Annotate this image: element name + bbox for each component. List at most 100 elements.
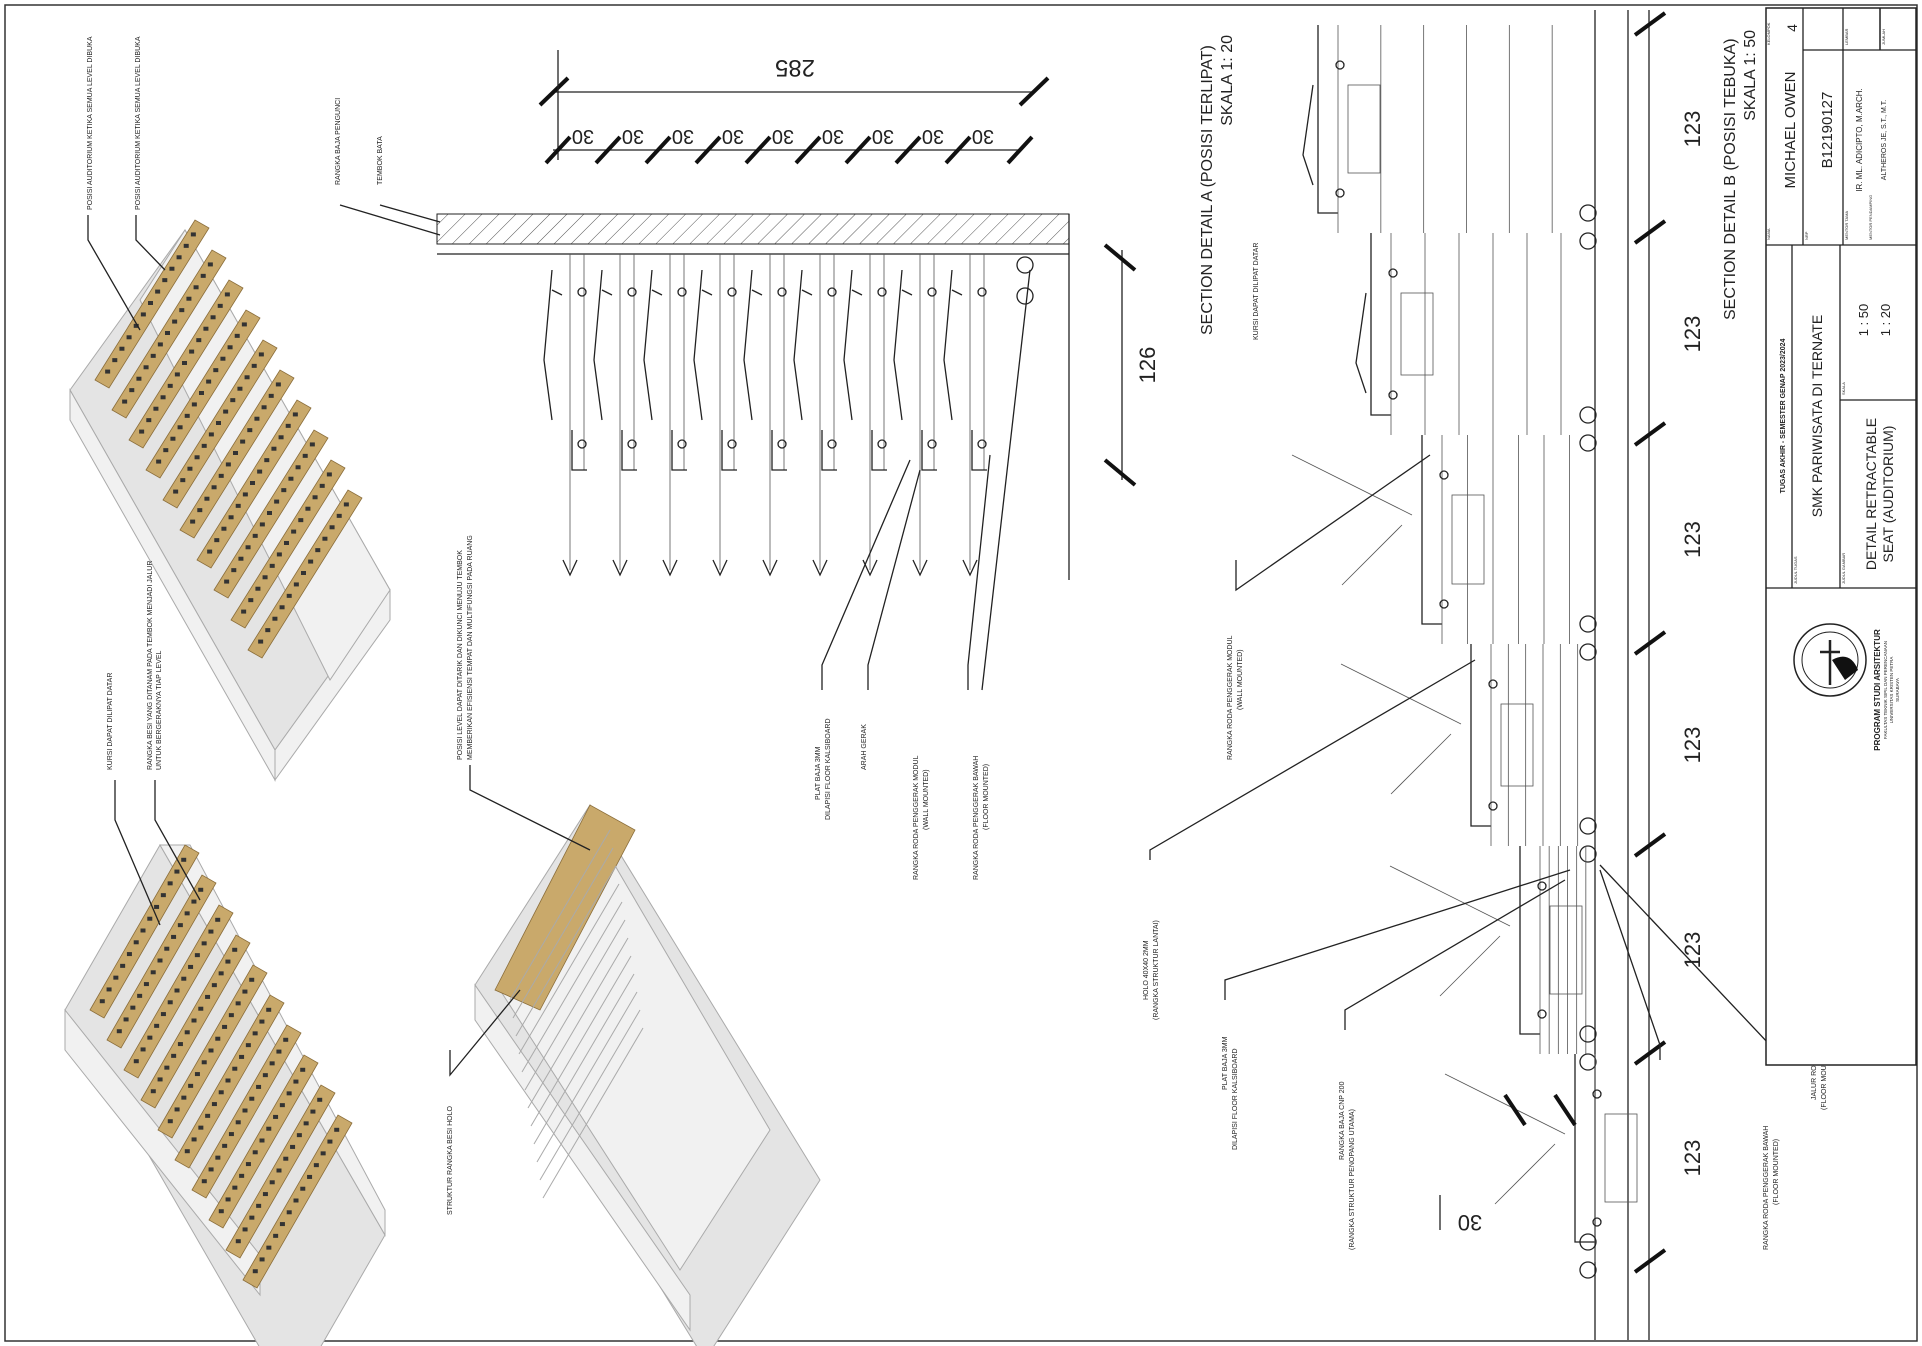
seat-icon (183, 243, 189, 248)
seat-icon (300, 1067, 306, 1072)
seat-icon (150, 1089, 156, 1094)
seat-icon (244, 375, 250, 380)
leader-line (87, 215, 166, 331)
roller-icon (827, 439, 837, 449)
seat-icon (198, 1006, 204, 1011)
label-arah-gerak: ARAH GERAK (861, 724, 868, 770)
seat-icon (191, 899, 197, 904)
folded-chair (593, 269, 613, 421)
seat-icon (279, 1222, 285, 1227)
seat-icon (237, 386, 243, 391)
seat-icon (126, 335, 132, 340)
dim-module-30: 30 (822, 125, 844, 147)
arrow-down-icon (612, 559, 628, 577)
iso-view-open: POSISI AUDITORIUM KETIKA SEMUA LEVEL DIB… (69, 36, 391, 782)
dim-30-b: 30 (1458, 1210, 1482, 1235)
seat-icon (162, 278, 168, 283)
seat-icon (208, 929, 214, 934)
dim-tier-123: 123 (1680, 316, 1705, 353)
roller-icon (1579, 1025, 1597, 1043)
kelompok-value: 4 (1784, 24, 1800, 32)
label-plat-baja-a: PLAT BAJA 3MM (815, 746, 822, 800)
roller-icon (1579, 204, 1597, 222)
seat-icon (167, 1119, 173, 1124)
seat-icon (308, 559, 314, 564)
arrow-down-icon (762, 559, 778, 577)
tier-edge (512, 847, 614, 1019)
seat-icon (188, 1083, 194, 1088)
seat-icon (122, 399, 128, 404)
folded-chair (643, 269, 663, 421)
seat-icon (240, 439, 246, 444)
seat-icon (266, 1126, 272, 1131)
dim-tick (1006, 135, 1034, 165)
seat-icon (147, 1035, 153, 1040)
dim-module-30: 30 (572, 125, 594, 147)
seat-icon (106, 987, 112, 992)
dim-tick (1633, 630, 1667, 656)
folded-chair (793, 269, 813, 421)
seat-icon (199, 391, 204, 395)
seat-icon (177, 425, 183, 430)
seat-icon (286, 1210, 292, 1215)
seat-icon (143, 365, 149, 370)
seat-icon (223, 409, 229, 414)
label-holo-b: HOLO 40X40 2MM (1143, 940, 1150, 1000)
seat-icon (232, 1185, 238, 1190)
dim-tick (744, 135, 772, 165)
roller-icon (1579, 1053, 1597, 1071)
seat-icon (235, 1239, 241, 1244)
seat-icon (224, 292, 230, 297)
seat-icon (189, 349, 195, 354)
dim-tick (594, 135, 622, 165)
seat-icon (215, 917, 221, 922)
seat-icon (211, 1102, 217, 1107)
seat-icon (310, 1109, 316, 1114)
skala-label: SKALA (1841, 382, 1846, 395)
roller-icon (627, 287, 637, 297)
label-plat-baja-b: PLAT BAJA 3MM (1222, 1036, 1229, 1090)
tier-frame (1400, 292, 1434, 376)
dim-tick (644, 135, 672, 165)
tier-edge (515, 865, 617, 1037)
section-b-scale: SKALA 1: 50 (1742, 30, 1759, 121)
seat-icon (329, 525, 335, 530)
seat-icon (218, 1090, 224, 1095)
tier-edge (518, 883, 620, 1055)
seat-icon (218, 1209, 224, 1214)
seat-icon (235, 1001, 241, 1006)
seat-icon (180, 478, 186, 483)
seat-icon (174, 372, 180, 377)
seat-icon (214, 538, 220, 543)
open-chair (1389, 865, 1511, 997)
seat-icon (218, 971, 224, 976)
dim-tick (894, 135, 922, 165)
seat-icon (242, 492, 248, 497)
tier-plate (1370, 233, 1391, 416)
seat-icon (233, 451, 238, 455)
seat-icon (163, 448, 169, 453)
dim-tick (694, 135, 722, 165)
seat-icon (256, 1084, 262, 1089)
section-b-title: SECTION DETAIL B (POSISI TEBUKA) (1722, 38, 1739, 320)
seat-icon (252, 533, 258, 538)
tier-edge (533, 973, 635, 1145)
seat-icon (205, 994, 211, 999)
dim-285: 285 (775, 54, 815, 81)
seat-icon (143, 982, 149, 987)
seat-icon (292, 412, 298, 417)
roller-icon (1579, 434, 1597, 452)
seat-icon (298, 518, 304, 523)
seat-icon (208, 1167, 214, 1172)
seat-icon (271, 446, 277, 451)
seat-icon (184, 413, 190, 418)
seat-icon (164, 1065, 170, 1070)
arrow-down-icon (962, 559, 978, 577)
iso1-label-1: POSISI AUDITORIUM KETIKA SEMUA LEVEL DIB… (87, 36, 94, 210)
seat-icon (188, 964, 194, 969)
student-nrp: B12190127 (1819, 92, 1836, 169)
seat-icon (273, 1233, 279, 1238)
seat-icon (295, 465, 301, 470)
label-cnp-struct-b: (RANGKA STRUKTUR PENOPANG UTAMA) (1349, 1109, 1356, 1250)
